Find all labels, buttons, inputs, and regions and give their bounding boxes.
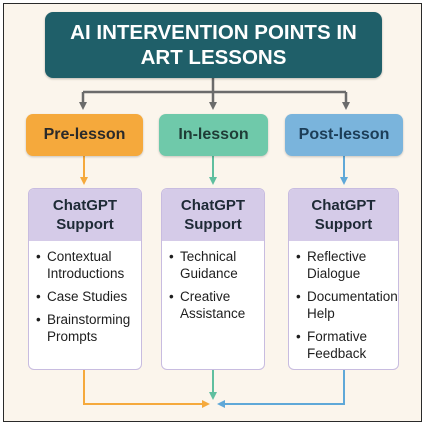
list-item-line: Help [307,306,335,321]
list-item: Documentation- Help [296,288,398,322]
list-item-line: Assistance [180,306,246,321]
list-item: Case Studies [36,288,141,305]
card-header: ChatGPT Support [29,189,141,241]
card-in-lesson: ChatGPT Support Technical Guidance Creat… [161,188,265,370]
connector-pre-to-bottom [83,370,210,408]
card-header-line-1: ChatGPT [311,197,376,214]
list-item: Reflective Dialogue [296,248,398,282]
card-header-line-2: Support [56,216,114,233]
card-header-line-1: ChatGPT [180,197,246,214]
card-post-lesson: ChatGPT Support Reflective Dialogue Docu… [288,188,399,370]
list-item-line: Technical [180,249,237,264]
phase-pre-lesson-label: Pre-lesson [43,126,126,143]
list-item-line: Introductions [47,266,125,281]
title-line-1: AI INTERVENTION POINTS IN [70,21,357,44]
phase-in-lesson-label: In-lesson [178,126,249,143]
phase-post-lesson: Post-lesson [285,114,403,156]
phase-pre-lesson: Pre-lesson [26,114,143,156]
card-header-line-2: Support [314,216,373,233]
card-item-list: Technical Guidance Creative Assistance [162,241,264,322]
list-item: Technical Guidance [169,248,264,282]
list-item-line: Feedback [307,346,367,361]
list-item-line: Prompts [47,329,98,344]
list-item-line: Dialogue [307,266,361,281]
connector-post-to-bottom [217,370,345,408]
card-header: ChatGPT Support [289,189,398,241]
card-header: ChatGPT Support [162,189,264,241]
list-item-line: Guidance [180,266,238,281]
phase-in-lesson: In-lesson [159,114,268,156]
list-item: Contextual Introductions [36,248,141,282]
list-item-line: Reflective [307,249,367,264]
diagram-title: AI INTERVENTION POINTS IN ART LESSONS [45,12,382,78]
list-item-line: Case Studies [47,289,128,304]
card-header-line-2: Support [184,216,242,233]
list-item-line: Brainstorming [47,312,131,327]
list-item-line: Creative [180,289,231,304]
list-item: Creative Assistance [169,288,264,322]
list-item: Formative Feedback [296,328,398,362]
card-item-list: Contextual Introductions Case Studies Br… [29,241,141,345]
card-pre-lesson: ChatGPT Support Contextual Introductions… [28,188,142,370]
list-item: Brainstorming Prompts [36,311,141,345]
card-item-list: Reflective Dialogue Documentation- Help … [289,241,398,362]
phase-post-lesson-label: Post-lesson [298,126,390,143]
list-item-line: Contextual [47,249,112,264]
title-line-2: ART LESSONS [140,46,287,69]
list-item-line: Formative [307,329,368,344]
card-header-line-1: ChatGPT [52,197,118,214]
list-item-line: Documentation- [307,289,399,304]
